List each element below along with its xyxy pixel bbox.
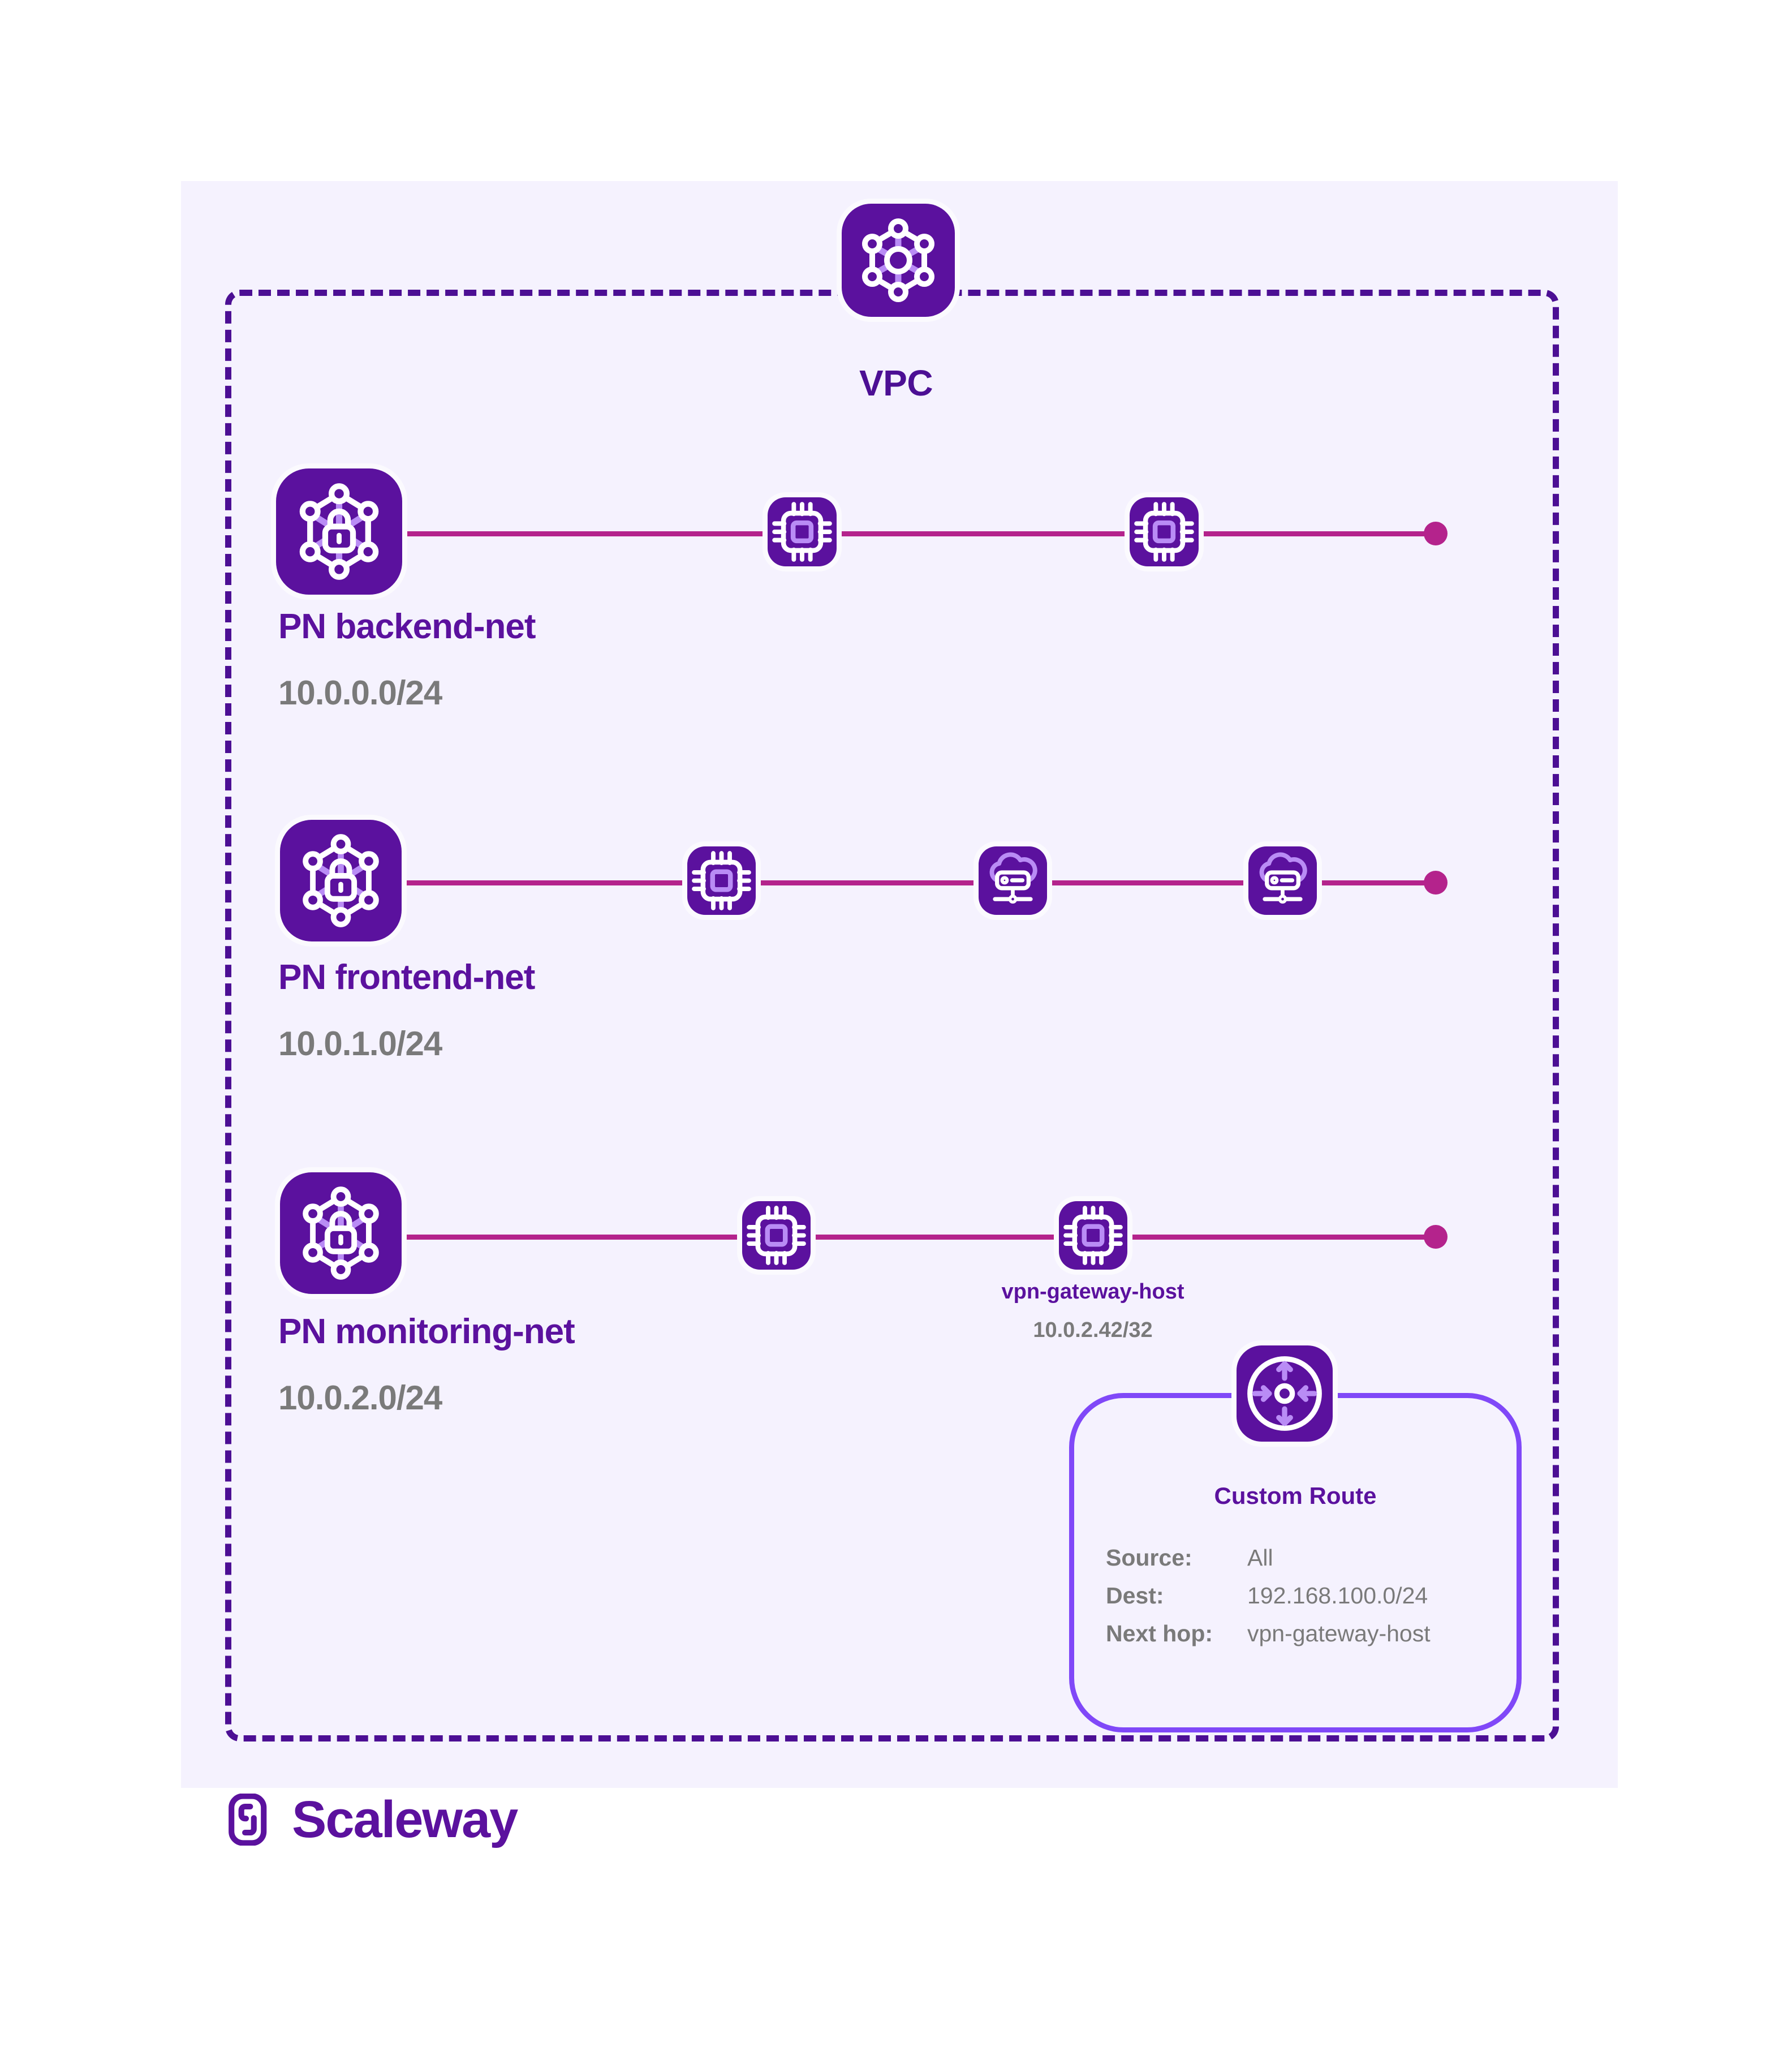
network-endpoint-dot-monitoring xyxy=(1424,1225,1448,1249)
network-endpoint-dot-frontend xyxy=(1424,871,1448,895)
cpu-chip-icon-frontend-1[interactable] xyxy=(687,846,756,915)
route-arrows-icon[interactable] xyxy=(1237,1345,1333,1442)
scaleway-logo-mark xyxy=(229,1794,267,1846)
network-name-monitoring: PN monitoring-net xyxy=(278,1312,575,1351)
vpc-label: VPC xyxy=(859,363,933,403)
custom-route-row-dest: Dest: 192.168.100.0/24 xyxy=(1106,1583,1502,1609)
network-cidr-monitoring: 10.0.2.0/24 xyxy=(278,1379,442,1417)
custom-route-key-next-hop: Next hop: xyxy=(1106,1620,1213,1646)
cloud-server-icon-frontend-2[interactable] xyxy=(1248,846,1317,915)
custom-route-row-source: Source: All xyxy=(1106,1545,1502,1571)
custom-route-value-dest: 192.168.100.0/24 xyxy=(1247,1583,1428,1609)
private-network-lock-icon-backend[interactable] xyxy=(276,468,402,595)
network-wire-monitoring xyxy=(403,1235,1436,1240)
custom-route-details: Source: All Dest: 192.168.100.0/24 Next … xyxy=(1106,1545,1502,1658)
network-cidr-frontend: 10.0.1.0/24 xyxy=(278,1025,442,1063)
custom-route-key-dest: Dest: xyxy=(1106,1583,1164,1609)
private-network-lock-icon-monitoring[interactable] xyxy=(280,1172,402,1294)
host-name-vpn-gateway-host: vpn-gateway-host xyxy=(1001,1280,1184,1304)
cloud-server-icon-frontend-1[interactable] xyxy=(979,846,1047,915)
scaleway-wordmark: Scaleway xyxy=(292,1791,518,1848)
custom-route-title: Custom Route xyxy=(1214,1482,1377,1509)
custom-route-value-next-hop: vpn-gateway-host xyxy=(1247,1620,1431,1646)
cpu-chip-icon-vpn-gateway-host[interactable] xyxy=(1059,1201,1127,1270)
network-endpoint-dot-backend xyxy=(1424,522,1448,545)
custom-route-value-source: All xyxy=(1247,1545,1273,1571)
diagram-panel-background xyxy=(181,181,1618,1788)
network-wire-backend xyxy=(396,531,1436,536)
custom-route-row-next-hop: Next hop: vpn-gateway-host xyxy=(1106,1620,1502,1647)
cpu-chip-icon-monitoring-1[interactable] xyxy=(742,1201,811,1270)
private-network-lock-icon-frontend[interactable] xyxy=(280,820,402,941)
host-cidr-vpn-gateway-host: 10.0.2.42/32 xyxy=(1033,1318,1153,1342)
scaleway-logo: Scaleway xyxy=(226,1791,518,1848)
network-cidr-backend: 10.0.0.0/24 xyxy=(278,674,442,712)
cpu-chip-icon-backend-2[interactable] xyxy=(1130,497,1199,566)
cpu-chip-icon-backend-1[interactable] xyxy=(768,497,837,566)
network-wire-frontend xyxy=(403,880,1436,885)
custom-route-key-source: Source: xyxy=(1106,1545,1192,1571)
network-name-frontend: PN frontend-net xyxy=(278,958,535,997)
network-name-backend: PN backend-net xyxy=(278,607,536,646)
vpc-network-hexagon-icon[interactable] xyxy=(842,204,955,317)
